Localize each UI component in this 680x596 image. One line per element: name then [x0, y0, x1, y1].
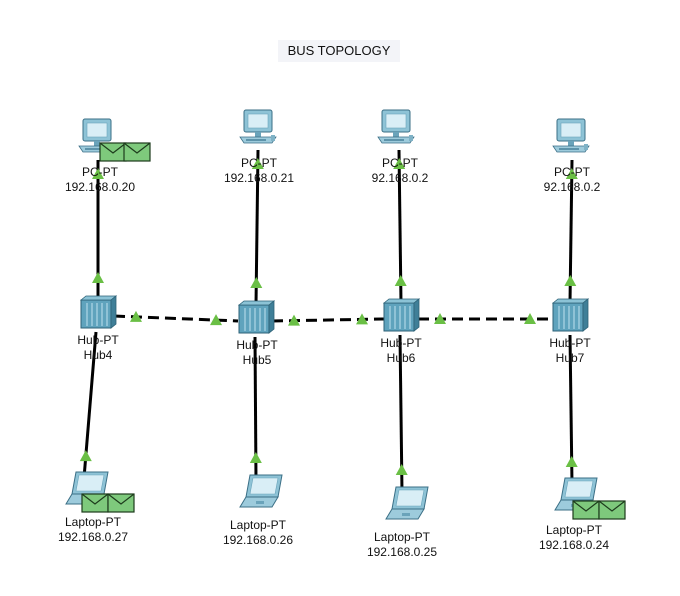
status-pc3-hub6-a [394, 275, 407, 287]
pc4-ip-label: 92.168.0.2 [543, 180, 601, 194]
hub4-type-label: Hub-PT [77, 333, 119, 347]
laptop1-envelope-icon[interactable] [107, 493, 135, 513]
links-layer [82, 149, 574, 493]
status-hub5-laptop2-a [249, 452, 262, 464]
hub6-name-label: Hub6 [386, 351, 416, 365]
pc3-type-label: PC-PT [382, 156, 418, 170]
laptop4-envelope-icon[interactable] [598, 500, 626, 520]
status-pc1-hub4-a [92, 272, 104, 283]
laptop1-envelope-icon[interactable] [81, 493, 109, 513]
link-hub5-hub6[interactable] [271, 317, 385, 323]
hub4-hub-icon[interactable] [80, 295, 117, 329]
status-hub7-laptop4-a [565, 456, 578, 468]
laptop2-ip-label: 192.168.0.26 [222, 533, 294, 547]
hub7-name-label: Hub7 [555, 351, 585, 365]
laptop3-ip-label: 192.168.0.25 [366, 545, 438, 559]
pc1-ip-label: 192.168.0.20 [64, 180, 136, 194]
status-pc4-hub7-a [564, 275, 577, 287]
laptop4-type-label: Laptop-PT [545, 523, 603, 537]
pc1-type-label: PC-PT [82, 165, 118, 179]
laptop1-type-label: Laptop-PT [64, 515, 122, 529]
laptop4-envelope-icon[interactable] [572, 500, 600, 520]
pc1-envelope-icon[interactable] [123, 142, 151, 162]
pc2-type-label: PC-PT [241, 156, 277, 170]
laptop2-laptop-icon[interactable] [239, 474, 283, 508]
laptop3-laptop-icon[interactable] [385, 486, 429, 520]
hub6-type-label: Hub-PT [380, 336, 422, 350]
pc3-ip-label: 92.168.0.2 [371, 171, 429, 185]
laptop4-ip-label: 192.168.0.24 [538, 538, 610, 552]
hub5-hub-icon[interactable] [238, 300, 275, 334]
pc4-pc-icon[interactable] [552, 118, 590, 153]
hub7-type-label: Hub-PT [549, 336, 591, 350]
status-hub4-laptop1-a [79, 450, 92, 462]
pc2-ip-label: 192.168.0.21 [223, 171, 295, 185]
hub5-name-label: Hub5 [242, 353, 272, 367]
pdu-layer [81, 142, 626, 520]
laptop1-ip-label: 192.168.0.27 [57, 530, 129, 544]
pc2-pc-icon[interactable] [239, 109, 277, 144]
laptop2-type-label: Laptop-PT [229, 518, 287, 532]
laptop3-type-label: Laptop-PT [373, 530, 431, 544]
hub4-name-label: Hub4 [83, 348, 113, 362]
hub6-hub-icon[interactable] [383, 298, 420, 332]
status-hub6-laptop3-a [395, 464, 408, 476]
hub7-hub-icon[interactable] [552, 298, 589, 332]
pc1-envelope-icon[interactable] [99, 142, 127, 162]
hub5-type-label: Hub-PT [236, 338, 278, 352]
pc4-type-label: PC-PT [554, 165, 590, 179]
status-pc2-hub5-a [250, 277, 263, 289]
diagram-title: BUS TOPOLOGY [278, 40, 400, 62]
pc3-pc-icon[interactable] [377, 109, 415, 144]
